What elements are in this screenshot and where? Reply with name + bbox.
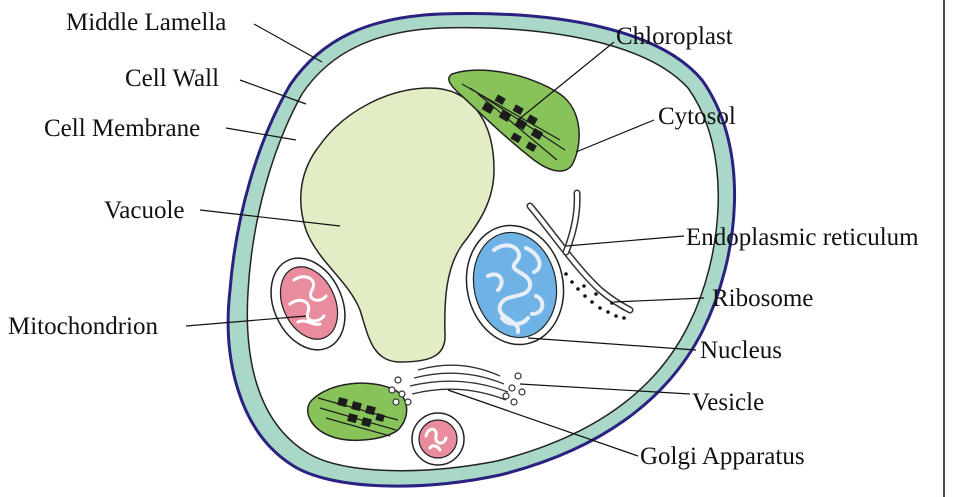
- label-vesicle: Vesicle: [692, 389, 764, 416]
- label-cell-wall: Cell Wall: [125, 65, 219, 92]
- mitochondrion-small: [412, 413, 464, 465]
- label-vacuole: Vacuole: [104, 197, 185, 224]
- label-nucleus: Nucleus: [700, 337, 782, 364]
- label-middle-lamella: Middle Lamella: [66, 9, 226, 36]
- label-golgi-apparatus: Golgi Apparatus: [640, 443, 805, 470]
- label-chloroplast: Chloroplast: [616, 23, 733, 50]
- label-mitochondrion: Mitochondrion: [8, 313, 158, 340]
- label-cytosol: Cytosol: [658, 103, 736, 130]
- label-ribosome: Ribosome: [712, 285, 813, 312]
- label-endoplasmic-reticulum: Endoplasmic reticulum: [686, 224, 919, 251]
- leader-middle-lamella: [254, 24, 322, 62]
- label-cell-membrane: Cell Membrane: [44, 115, 200, 142]
